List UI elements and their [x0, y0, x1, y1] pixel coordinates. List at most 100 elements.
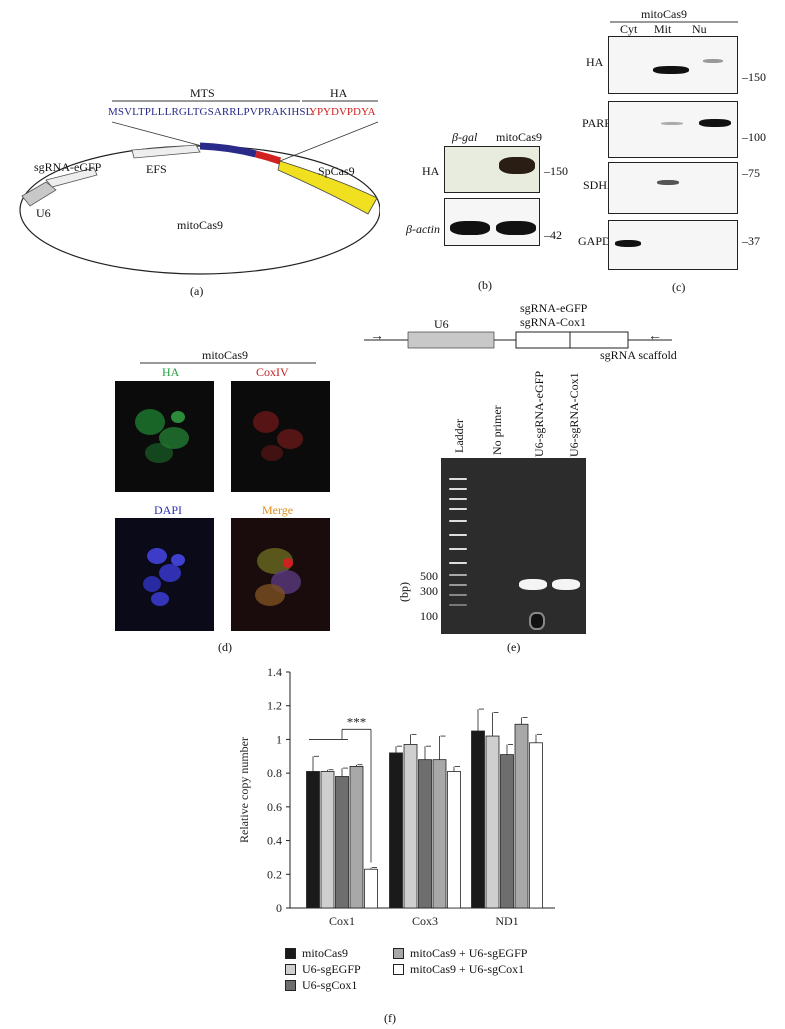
bar	[364, 868, 378, 909]
mts-sequence: MSVLTPLLLRGLTGSARRLPVPRAKIHSL	[108, 106, 313, 118]
lane-ladder: Ladder	[452, 419, 466, 453]
caption-b: (b)	[478, 278, 492, 292]
label-dapi: DAPI	[154, 503, 183, 517]
y-tick-label: 0.2	[267, 867, 282, 881]
gel-artifact	[529, 612, 545, 630]
y-tick-label: 1.4	[267, 665, 282, 679]
y-tick-label: 0.8	[267, 766, 282, 780]
band-mit-parp1	[661, 122, 683, 125]
label-merge: Merge	[262, 503, 294, 517]
band-actin-2	[496, 221, 536, 235]
band-cox1-amplicon	[552, 579, 580, 590]
col-nu: Nu	[692, 22, 707, 36]
bar	[320, 771, 335, 909]
bar	[447, 771, 461, 909]
y-tick-label: 1.2	[267, 699, 282, 713]
panel-c-title: mitoCas9	[641, 7, 688, 21]
blot-c-parp1	[608, 101, 738, 158]
x-category-label: Cox1	[329, 914, 355, 928]
y-tick-label: 0	[276, 901, 282, 915]
legend-label: mitoCas9 + U6-sgEGFP	[410, 946, 528, 960]
legend-label: mitoCas9	[302, 946, 349, 960]
lane-cox1: U6-sgRNA-Cox1	[567, 372, 581, 457]
mts-segment	[199, 142, 257, 158]
bar	[335, 776, 349, 909]
scaffold-label: sgRNA scaffold	[600, 348, 677, 362]
y-axis-label: Relative copy number	[237, 737, 251, 843]
mw-c-75: –75	[742, 166, 760, 180]
bar	[389, 752, 403, 909]
y-tick-label: 0.6	[267, 800, 282, 814]
legend-item: mitoCas9 + U6-sgEGFP	[393, 946, 527, 961]
svg-text:←: ←	[648, 329, 662, 344]
legend-item: U6-sgCox1	[285, 978, 357, 993]
legend-swatch	[285, 948, 296, 959]
ha-sequence: YPYDVPDYA	[309, 106, 376, 118]
bar	[418, 759, 432, 909]
legend-label: U6-sgEGFP	[302, 962, 361, 976]
amplicon-diagram: → ←	[364, 329, 672, 349]
y-tick-label: 0.4	[267, 834, 282, 848]
legend-label: U6-sgCox1	[302, 978, 358, 992]
caption-e: (e)	[507, 640, 521, 654]
spcas9-segment	[277, 160, 378, 215]
caption-c: (c)	[672, 280, 686, 294]
micro-merge	[231, 518, 330, 631]
lane-no-primer: No primer	[490, 405, 504, 455]
bp-300: 300	[420, 584, 438, 598]
gel-image	[441, 458, 586, 634]
sgrna-egfp-cassette	[45, 167, 98, 188]
blot-actin	[444, 198, 540, 246]
mw-c-100: –100	[742, 130, 766, 144]
col-cyt: Cyt	[620, 22, 638, 36]
bp-100: 100	[420, 609, 438, 623]
bar	[485, 735, 500, 909]
significance-marker: ***	[347, 714, 367, 729]
band-nu-parp1	[699, 119, 731, 127]
band-mit-sdha	[657, 180, 679, 185]
lane-egfp: U6-sgRNA-eGFP	[532, 370, 546, 457]
bp-unit: (bp)	[397, 582, 411, 602]
legend-item: U6-sgEGFP	[285, 962, 361, 977]
band-actin-1	[450, 221, 490, 235]
mw-42: –42	[544, 228, 562, 242]
col-mitocas9: mitoCas9	[496, 130, 543, 144]
col-beta-gal: β-gal	[452, 130, 478, 144]
bar	[529, 742, 543, 909]
row-ha: HA	[422, 164, 440, 178]
label-ha: HA	[162, 365, 180, 379]
sg2-label: sgRNA-Cox1	[520, 315, 587, 329]
legend-swatch	[393, 948, 404, 959]
band-cyt-gapdh	[615, 240, 641, 247]
mts-label: MTS	[190, 86, 215, 100]
panel-d-title: mitoCas9	[202, 348, 249, 362]
ha-segment	[255, 150, 282, 165]
mw-150: –150	[544, 164, 568, 178]
bar	[500, 754, 514, 909]
sgrna-egfp-label: sgRNA-eGFP	[34, 160, 102, 174]
ha-label: HA	[330, 86, 348, 100]
y-tick-label: 1	[276, 732, 282, 746]
svg-text:→: →	[370, 329, 384, 344]
blot-c-gapdh	[608, 220, 738, 270]
row-c-sdha: SDHA	[583, 178, 616, 192]
legend-item: mitoCas9 + U6-sgCox1	[393, 962, 524, 977]
mw-c-150: –150	[742, 70, 766, 84]
bp-500: 500	[420, 569, 438, 583]
bar	[471, 730, 485, 909]
blot-ha	[444, 146, 540, 193]
spcas9-label: SpCas9	[318, 164, 355, 178]
efs-promoter	[131, 144, 201, 159]
band-mit-ha	[653, 66, 689, 74]
band-mitocas9-ha	[499, 157, 535, 174]
bar	[514, 723, 529, 909]
blot-c-ha	[608, 36, 738, 94]
row-beta-actin: β-actin	[406, 222, 440, 236]
band-nu-ha	[703, 59, 723, 63]
mitocas9-plasmid-diagram	[19, 100, 380, 275]
legend-item: mitoCas9	[285, 946, 348, 961]
legend-swatch	[285, 964, 296, 975]
band-egfp-amplicon	[519, 579, 547, 590]
micro-dapi	[115, 518, 214, 631]
